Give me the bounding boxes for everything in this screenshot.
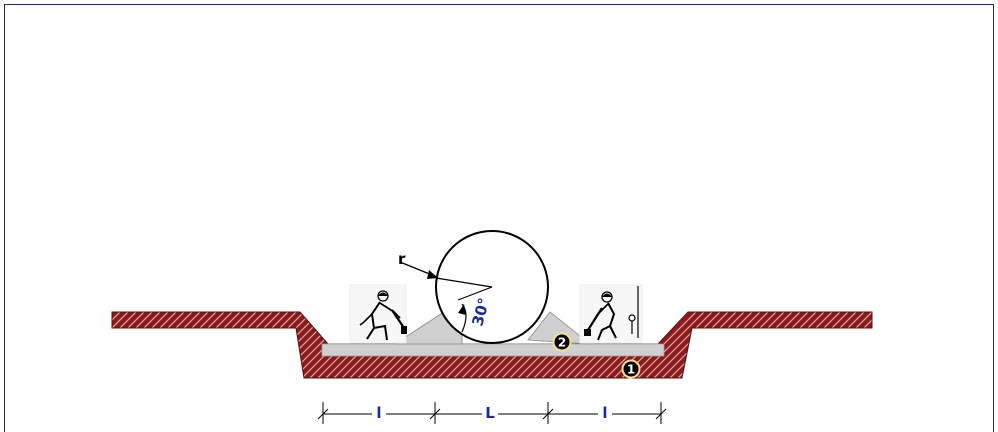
bedding-layer (321, 343, 665, 357)
worker-with-rammer-icon (579, 284, 643, 344)
marker-2: 2 (552, 332, 572, 352)
svg-text:1: 1 (627, 363, 635, 377)
marker-1: 1 (621, 359, 641, 379)
svg-text:2: 2 (558, 336, 566, 350)
drawing-frame (4, 4, 994, 432)
worker-with-tamper-icon (349, 284, 407, 344)
dim-label-right: l (602, 404, 607, 422)
dimension-line: l L l (317, 402, 667, 424)
radius-label: r (398, 250, 406, 268)
dim-label-left: l (376, 404, 381, 422)
radius-indicator: r (398, 250, 493, 301)
dim-label-center: L (485, 404, 495, 422)
